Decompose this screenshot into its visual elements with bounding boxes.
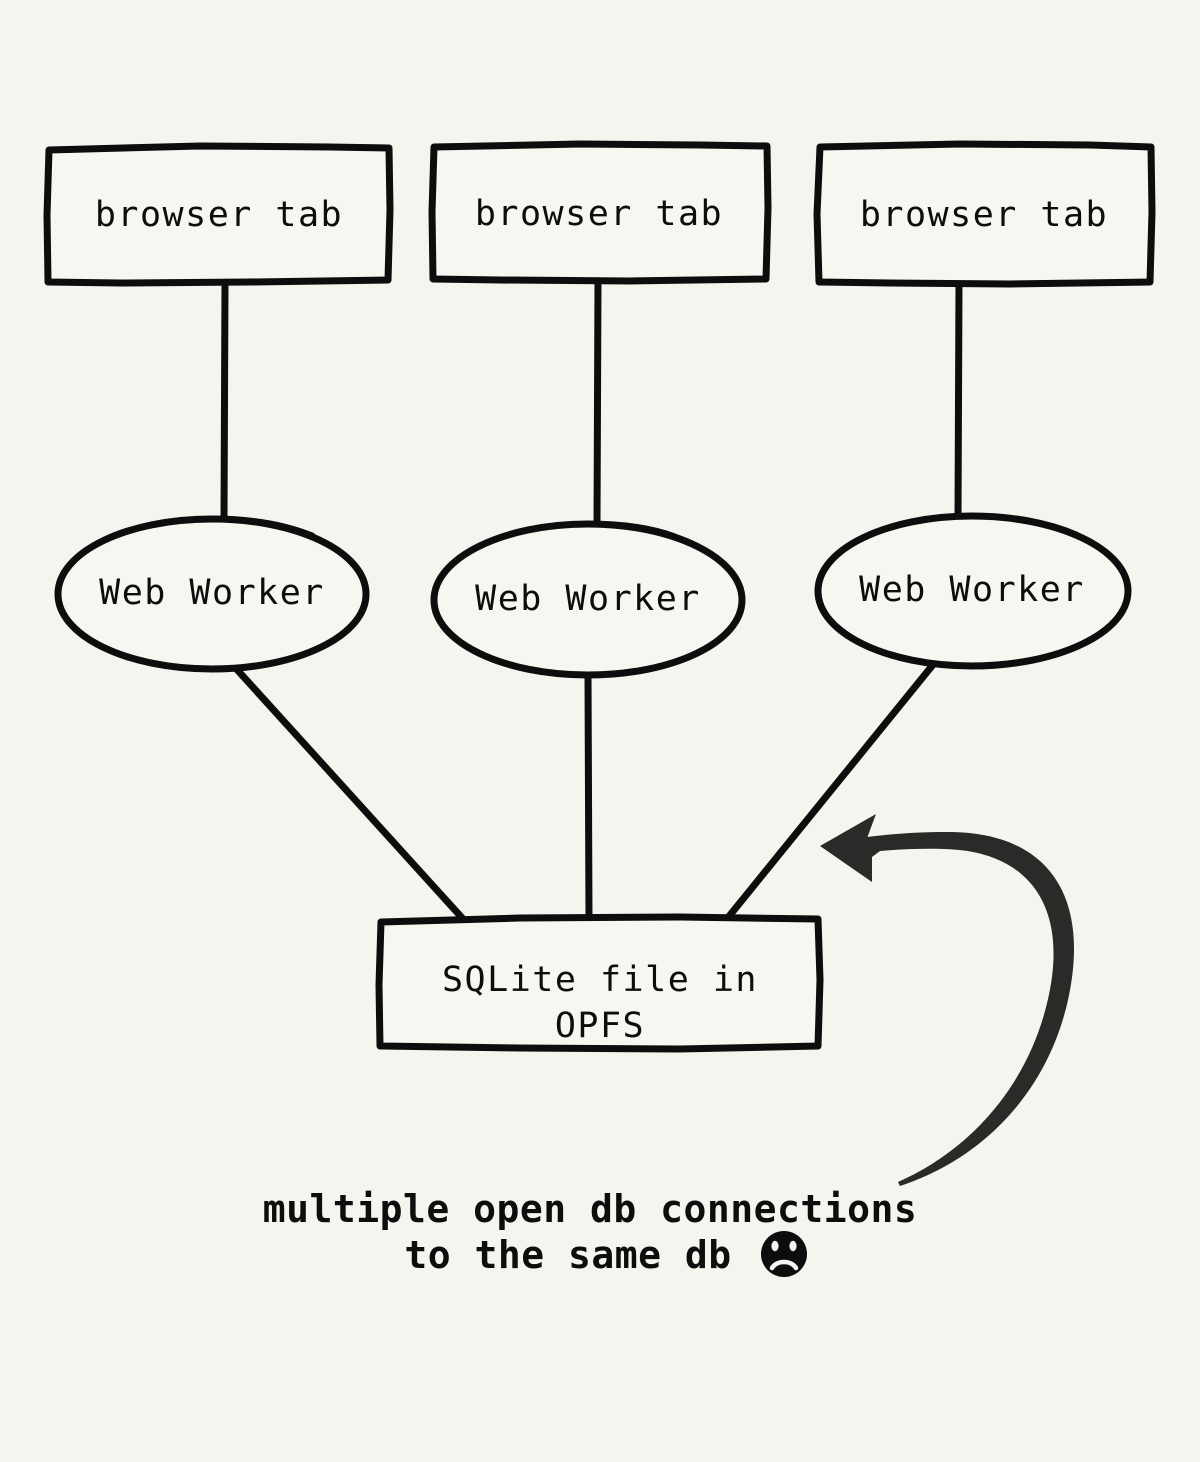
web-worker-label-2: Web Worker bbox=[475, 579, 701, 619]
web-worker-label-1: Web Worker bbox=[99, 573, 325, 613]
connector-tab1-worker1 bbox=[220, 279, 229, 523]
connector-worker3-storage bbox=[722, 657, 940, 924]
browser-tab-label-1: browser tab bbox=[95, 195, 343, 235]
annotation-caption-line1: multiple open db connections bbox=[263, 1187, 918, 1231]
sqlite-opfs-label-line2: OPFS bbox=[555, 1006, 645, 1046]
browser-tab-label-3: browser tab bbox=[860, 195, 1108, 235]
web-worker-ellipse-2[interactable] bbox=[430, 520, 746, 679]
connector-tab2-worker2 bbox=[593, 277, 602, 527]
browser-tab-box-1[interactable] bbox=[43, 142, 394, 287]
browser-tab-box-2[interactable] bbox=[428, 140, 772, 285]
annotation-arrowhead bbox=[820, 814, 884, 882]
connector-tab3-worker3 bbox=[954, 279, 963, 521]
sqlite-opfs-box[interactable] bbox=[375, 913, 824, 1053]
web-worker-label-3: Web Worker bbox=[859, 570, 1085, 610]
web-worker-ellipse-1[interactable] bbox=[54, 515, 370, 673]
connector-worker2-storage bbox=[584, 670, 593, 924]
browser-tab-box-3[interactable] bbox=[813, 140, 1156, 288]
frowning-face-icon bbox=[761, 1231, 807, 1277]
annotation-caption-line2: to the same db bbox=[404, 1233, 731, 1277]
browser-tab-label-2: browser tab bbox=[475, 194, 723, 234]
web-worker-ellipse-3[interactable] bbox=[814, 512, 1132, 670]
sqlite-opfs-label-line1: SQLite file in bbox=[442, 960, 758, 1000]
annotation-arrow-shaft bbox=[836, 832, 1075, 1186]
connector-worker1-storage bbox=[227, 659, 468, 924]
